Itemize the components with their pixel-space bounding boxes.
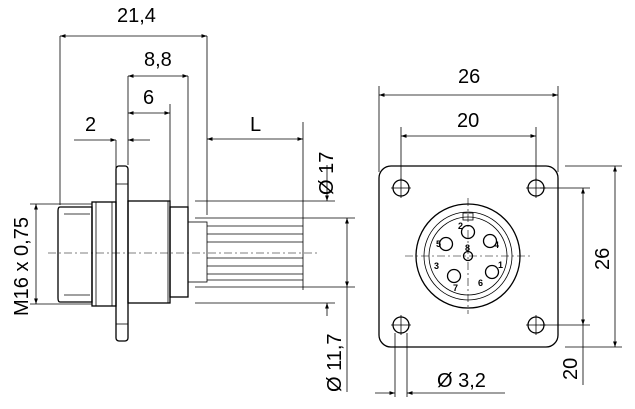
dimension-width-26: 26 [378,66,559,172]
mounting-hole [526,315,546,335]
mounting-hole [526,178,546,198]
mounting-holes [391,178,546,335]
pin-label-5: 5 [436,239,441,249]
dim-label-hole-diameter: Ø 3,2 [437,370,486,392]
mounting-hole [391,178,411,198]
pin-label-4: 4 [494,240,499,250]
dimension-body-length: 6 [128,87,171,205]
dim-label-L: L [250,114,261,136]
contact-pin [438,236,454,252]
dim-label-21-4: 21,4 [117,5,156,27]
dimension-hole-spacing-y: 20 [540,187,590,385]
pin-label-8: 8 [465,243,470,253]
wire-leads [207,225,303,281]
pin-label-1: 1 [498,260,503,270]
contact-pin [482,233,498,249]
dimension-thread: M16 x 0,75 [11,203,92,316]
pin-label-3: 3 [434,261,439,271]
dimension-hole-spacing-x: 20 [400,110,537,180]
dim-label-width-26: 26 [458,66,480,88]
side-view: 21,4 8,8 6 2 L [11,5,355,392]
dim-label-thread: M16 x 0,75 [11,217,33,316]
contact-pins: 1 2 3 4 5 6 7 8 [434,221,503,293]
pin-label-2: 2 [458,221,463,231]
contact-pin [460,224,476,240]
pin-label-7: 7 [453,283,458,293]
dim-label-hole-spacing-x: 20 [457,110,479,132]
contact-pin [484,264,500,280]
connector-side-body [48,165,318,342]
dim-label-2: 2 [85,114,96,136]
contact-pin [446,268,462,284]
connector-face [405,198,531,314]
square-flange [378,165,559,348]
dimension-overall-length: 21,4 [59,5,208,215]
contact-pin [462,250,474,262]
dimension-hole-diameter: Ø 3,2 [375,333,505,397]
front-view: 26 20 26 20 Ø [375,66,622,397]
dim-label-height-26: 26 [592,248,614,270]
dim-label-hole-spacing-y: 20 [560,358,582,380]
dimension-flange-thickness: 2 [74,114,150,170]
dimension-diameter-11-7: Ø 11,7 [195,217,355,392]
dimension-flange-to-end: 8,8 [127,49,189,215]
dimension-lead-length: L [207,114,304,290]
pin-label-6: 6 [478,278,483,288]
mounting-hole [391,315,411,335]
dim-label-8-8: 8,8 [144,49,172,71]
dim-label-6: 6 [143,87,154,109]
dim-label-diameter-17: Ø 17 [316,152,338,195]
dimension-height-26: 26 [565,165,622,348]
dim-label-diameter-11-7: Ø 11,7 [324,333,346,392]
dimension-diameter-17: Ø 17 [195,152,338,316]
